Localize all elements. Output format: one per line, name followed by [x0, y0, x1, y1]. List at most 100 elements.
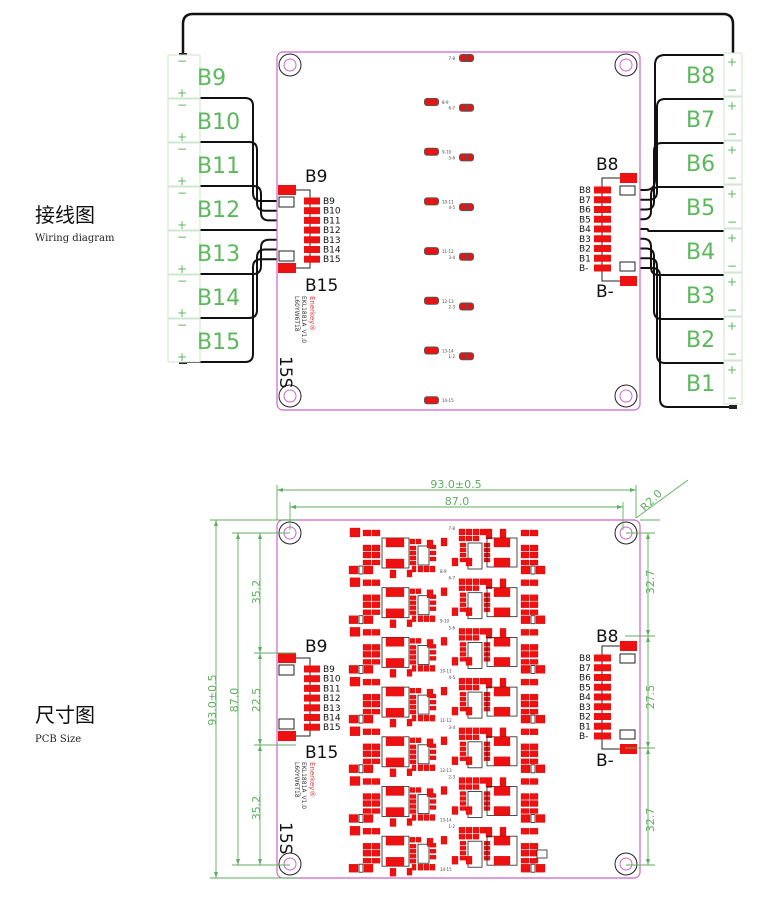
dim-left-mid: 22.5: [250, 688, 263, 713]
pin-pad: [594, 196, 611, 204]
smd-pad: [406, 669, 413, 677]
smd-pad: [529, 644, 539, 651]
connector-body: [619, 653, 636, 664]
pin-label: B9: [323, 665, 335, 675]
pin-pad: [304, 207, 320, 215]
smd-pad: [411, 665, 417, 672]
smd-pad: [426, 639, 434, 648]
brand-label-size: Enerkey®: [308, 762, 316, 797]
smd-pad: [362, 743, 372, 750]
smd-pad: [426, 838, 434, 847]
smd-pad: [493, 856, 511, 866]
connector-body: [619, 185, 636, 196]
smd-pad: [479, 578, 487, 585]
smd-pad: [409, 759, 417, 764]
pin-pad: [594, 674, 611, 681]
smd-pad: [465, 535, 473, 542]
balance-label: 5-6: [448, 155, 455, 160]
right-connector-bottom-label: B-: [596, 282, 614, 302]
smd-pad: [362, 609, 372, 615]
smd-pad: [485, 777, 493, 788]
smd-pad: [459, 706, 467, 712]
smd-pad: [529, 659, 539, 665]
wire: [183, 185, 320, 222]
smd-pad: [389, 718, 397, 728]
pin-label: B14: [323, 714, 341, 724]
smd-pad: [529, 651, 539, 658]
smd-pad: [535, 764, 546, 773]
component-outline: [530, 615, 536, 625]
smd-pad: [409, 849, 417, 854]
connector-pad: [278, 653, 296, 663]
smd-pad: [472, 677, 480, 685]
dim-right-bottom: 32.7: [644, 808, 657, 833]
smd-pad: [458, 834, 466, 840]
pin-label: B1: [579, 254, 591, 264]
right-connector-top-label-size: B8: [596, 627, 618, 647]
minus-sign: −: [727, 259, 737, 273]
pad: [425, 347, 431, 354]
connector-pad: [278, 731, 296, 741]
smd-pad: [409, 645, 417, 650]
connector-body: [278, 718, 295, 730]
balance-label: 2-3: [448, 775, 455, 780]
battery-cell: [723, 96, 743, 141]
smd-pad: [423, 764, 430, 771]
smd-pad: [451, 806, 459, 815]
plus-sign: +: [177, 130, 187, 144]
smd-pad: [429, 799, 437, 804]
smd-pad: [415, 638, 422, 644]
smd-pad: [465, 578, 473, 585]
pin-pad: [304, 236, 320, 244]
smd-pad: [349, 627, 361, 637]
smd-pad: [423, 814, 430, 821]
smd-pad: [409, 538, 416, 545]
minus-sign: −: [727, 303, 737, 317]
smd-pad: [485, 528, 493, 540]
wire: [600, 142, 733, 211]
smd-pad: [465, 727, 473, 734]
plus-sign: +: [727, 55, 737, 69]
smd-pad: [479, 727, 487, 734]
smd-pad: [362, 793, 372, 800]
connector-body: [619, 261, 636, 272]
connector-body: [278, 664, 295, 676]
smd-pad: [349, 776, 361, 786]
smd-pad: [409, 699, 417, 705]
smd-pad: [493, 736, 511, 746]
smd-pad: [459, 642, 467, 647]
smd-pad: [389, 669, 397, 678]
smd-pad: [385, 807, 405, 817]
smd-pad: [417, 665, 424, 672]
minus-sign: −: [727, 83, 737, 97]
pin-pad: [594, 722, 611, 730]
pin-pad: [304, 694, 320, 702]
smd-pad: [415, 538, 422, 545]
balance-label: 14-15: [440, 867, 452, 872]
smd-pad: [417, 814, 424, 821]
pad: [432, 297, 438, 304]
smd-pad: [458, 727, 466, 734]
smd-pad: [371, 529, 381, 537]
dim-corner-radius: R2.0: [638, 487, 665, 514]
pin-pad: [594, 206, 611, 213]
smd-pad: [520, 808, 530, 814]
smd-pad: [349, 527, 361, 538]
smd-pad: [406, 718, 413, 727]
smd-pad: [389, 768, 397, 777]
smd-pad: [493, 786, 511, 796]
smd-pad: [459, 691, 467, 697]
smd-pad: [520, 728, 530, 735]
mounting-hole: [614, 384, 638, 408]
balance-label: 7-8: [448, 526, 455, 531]
cell-label: B7: [686, 108, 715, 133]
smd-pad: [409, 600, 417, 605]
smd-pad: [409, 709, 417, 715]
component-outline: [358, 615, 364, 625]
smd-pad: [411, 814, 417, 821]
smd-pad: [349, 577, 361, 587]
pin-pad: [594, 245, 611, 252]
pcb-outline: [276, 519, 641, 879]
pin-label: B7: [579, 196, 591, 206]
component-outline: [358, 863, 364, 873]
